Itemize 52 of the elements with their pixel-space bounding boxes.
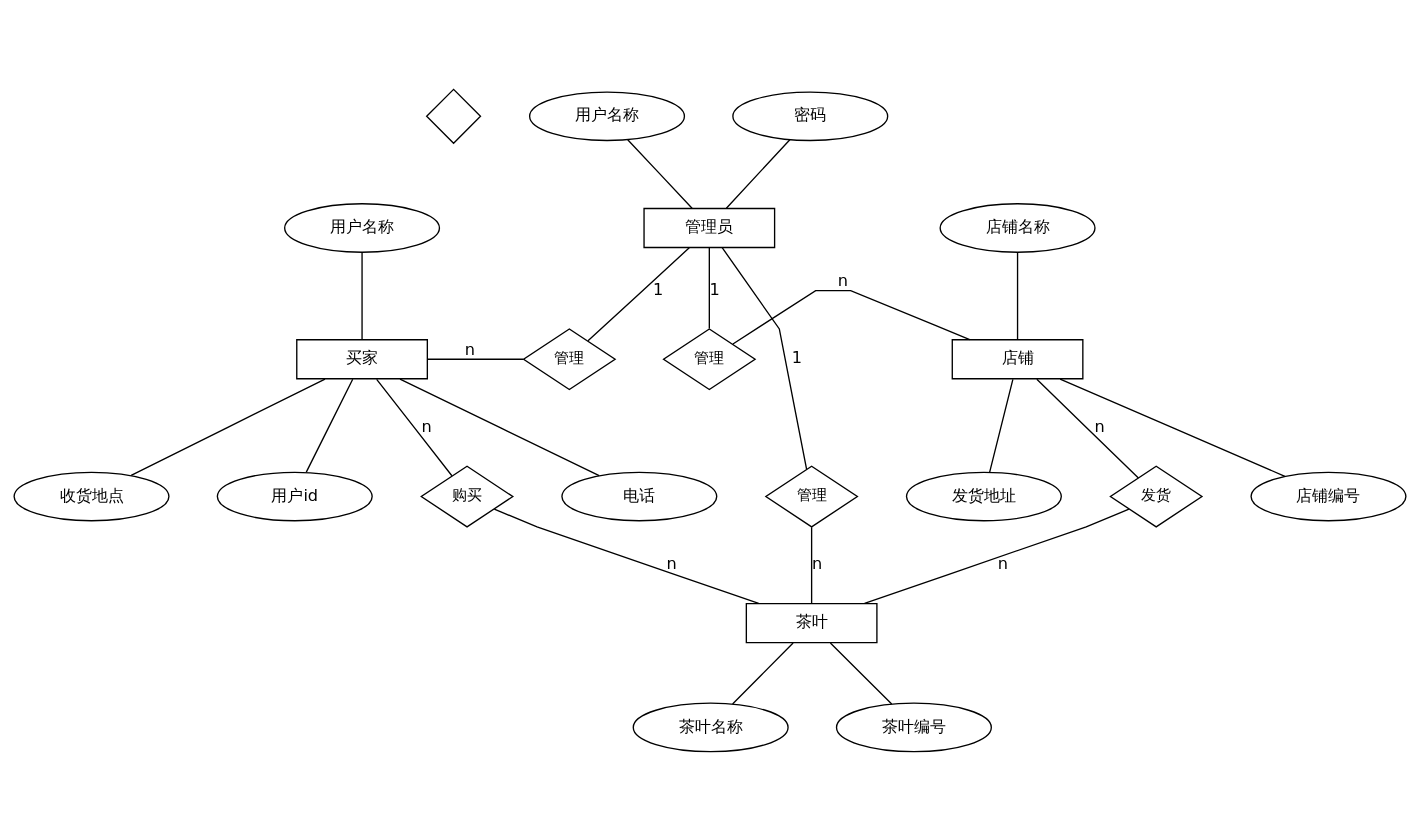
connector bbox=[361, 251, 363, 340]
node-box: 管理员 bbox=[643, 207, 776, 248]
connector bbox=[731, 641, 794, 705]
node-ellipse: 电话 bbox=[561, 471, 718, 521]
node-diamond: 管理 bbox=[764, 464, 859, 528]
edge-label: 1 bbox=[709, 279, 720, 299]
edge-label: n bbox=[997, 553, 1008, 573]
connector bbox=[1016, 251, 1019, 340]
edge-label: 1 bbox=[791, 347, 802, 367]
node-ellipse: 用户id bbox=[216, 471, 373, 521]
edge-label: n bbox=[811, 553, 823, 573]
node-ellipse: 收货地点 bbox=[13, 471, 170, 521]
edge-label: n bbox=[1094, 416, 1105, 436]
node-ellipse: 密码 bbox=[732, 90, 889, 141]
connector bbox=[708, 246, 710, 329]
edge-label: 1 bbox=[653, 279, 664, 299]
edge-label: n bbox=[421, 416, 432, 436]
connector bbox=[587, 246, 690, 341]
node-diamond: 管理 bbox=[522, 327, 617, 390]
edge-label: n bbox=[464, 339, 476, 359]
node-diamond bbox=[425, 87, 482, 144]
node-ellipse: 店铺名称 bbox=[939, 202, 1096, 253]
connector bbox=[399, 377, 600, 476]
node-ellipse: 店铺编号 bbox=[1250, 471, 1407, 521]
connector bbox=[627, 138, 693, 209]
edge-label: n bbox=[666, 553, 677, 573]
node-box: 茶叶 bbox=[745, 602, 878, 643]
connector bbox=[130, 377, 326, 476]
node-diamond: 发货 bbox=[1109, 464, 1204, 528]
node-ellipse: 茶叶编号 bbox=[835, 702, 992, 752]
node-diamond: 管理 bbox=[662, 327, 757, 390]
connector bbox=[810, 526, 813, 604]
node-ellipse: 用户名称 bbox=[528, 90, 686, 141]
connector bbox=[493, 508, 760, 604]
connector bbox=[376, 378, 453, 476]
connector bbox=[829, 641, 893, 705]
node-ellipse: 发货地址 bbox=[905, 471, 1062, 521]
node-ellipse: 用户名称 bbox=[284, 202, 441, 253]
connector bbox=[426, 358, 524, 360]
node-ellipse: 茶叶名称 bbox=[632, 702, 789, 752]
connector bbox=[732, 289, 971, 345]
connector bbox=[989, 378, 1014, 473]
connector bbox=[1036, 378, 1140, 479]
edge-label: n bbox=[837, 270, 849, 290]
connector bbox=[725, 138, 791, 209]
connector bbox=[305, 378, 354, 473]
node-diamond: 购买 bbox=[420, 464, 515, 528]
node-box: 店铺 bbox=[951, 338, 1084, 379]
connector bbox=[1059, 377, 1286, 477]
connector bbox=[721, 246, 808, 470]
node-box: 买家 bbox=[296, 338, 428, 379]
connector bbox=[863, 508, 1130, 604]
